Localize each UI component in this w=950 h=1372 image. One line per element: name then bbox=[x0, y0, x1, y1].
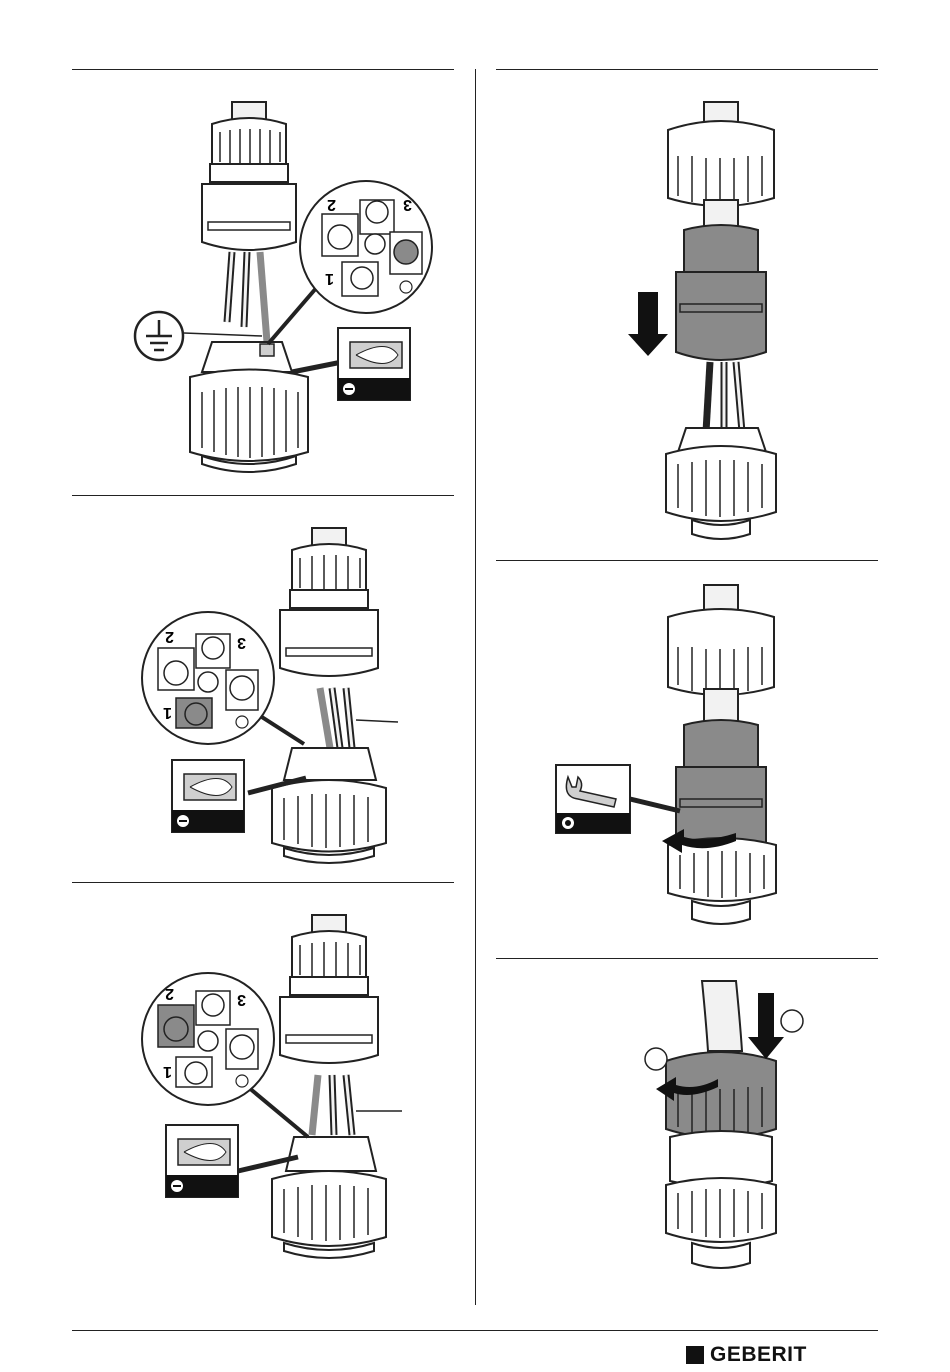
terminal-block bbox=[284, 748, 376, 780]
connector-body bbox=[202, 184, 296, 250]
wire bbox=[706, 362, 710, 432]
connector-body bbox=[280, 610, 378, 676]
panel-step-1: 2 3 1 bbox=[72, 72, 454, 492]
gland-nut bbox=[212, 118, 286, 169]
column-divider bbox=[475, 69, 476, 1305]
illustration-step-1: 2 3 1 bbox=[72, 72, 454, 492]
connector-body bbox=[280, 997, 378, 1063]
step-marker-circle bbox=[645, 1048, 667, 1070]
terminal-block bbox=[286, 1137, 376, 1171]
panel-step-6 bbox=[496, 961, 878, 1305]
socket-housing bbox=[666, 1178, 776, 1242]
brand-name: GEBERIT bbox=[710, 1343, 807, 1367]
gland-nut bbox=[292, 544, 366, 595]
callout-leader bbox=[248, 1087, 308, 1137]
illustration-step-5 bbox=[496, 563, 878, 955]
earth-mark-icon bbox=[400, 281, 412, 293]
panel-step-4 bbox=[496, 72, 878, 557]
socket-housing bbox=[272, 1171, 386, 1246]
step-marker-circle bbox=[781, 1010, 803, 1032]
gland-nut bbox=[668, 609, 774, 695]
terminal-label-2: 2 bbox=[165, 985, 174, 1002]
terminal-label-3: 3 bbox=[237, 634, 246, 651]
flat-screwdriver-icon bbox=[166, 1125, 238, 1197]
wire bbox=[312, 1075, 318, 1135]
earth-terminal-highlight bbox=[394, 240, 418, 264]
socket-housing bbox=[272, 780, 386, 852]
earth-mark-icon bbox=[236, 716, 248, 728]
arrow-down-icon bbox=[748, 993, 784, 1059]
separator-right-3 bbox=[496, 958, 878, 959]
gland-nut-shaded bbox=[666, 1052, 776, 1138]
terminal-label-1: 1 bbox=[325, 270, 334, 287]
panel-step-3: 2 3 1 bbox=[72, 885, 454, 1305]
separator-top-left bbox=[72, 69, 454, 70]
arrow-down-icon bbox=[628, 292, 668, 356]
terminal-label-3: 3 bbox=[237, 991, 246, 1008]
separator-top-right bbox=[496, 69, 878, 70]
footer-rule bbox=[72, 1330, 878, 1331]
illustration-step-3: 2 3 1 bbox=[72, 885, 454, 1305]
gland-nut bbox=[292, 931, 366, 982]
wire-earth bbox=[320, 688, 330, 748]
geberit-logo: GEBERIT bbox=[686, 1343, 826, 1367]
separator-right-2 bbox=[496, 560, 878, 561]
terminal-label-2: 2 bbox=[165, 628, 174, 645]
connector-body-shaded bbox=[684, 225, 758, 277]
terminal-label-2: 2 bbox=[327, 196, 336, 213]
cable bbox=[702, 981, 742, 1051]
gland-nut bbox=[668, 121, 774, 206]
socket-housing bbox=[666, 446, 776, 521]
terminal-block bbox=[202, 342, 292, 372]
separator-left-2 bbox=[72, 495, 454, 496]
illustration-step-6 bbox=[496, 961, 878, 1305]
illustration-step-4 bbox=[496, 72, 878, 557]
panel-step-2: 2 3 1 bbox=[72, 498, 454, 880]
logo-square-icon bbox=[686, 1346, 704, 1364]
open-end-wrench-icon bbox=[556, 765, 630, 833]
separator-left-3 bbox=[72, 882, 454, 883]
connector-body-shaded bbox=[684, 720, 758, 772]
flat-screwdriver-icon bbox=[338, 328, 410, 400]
socket-housing bbox=[190, 370, 308, 462]
illustration-step-2: 2 3 1 bbox=[72, 498, 454, 880]
earth-mark-icon bbox=[236, 1075, 248, 1087]
terminal-label-1: 1 bbox=[163, 1063, 172, 1080]
terminal-label-3: 3 bbox=[403, 196, 412, 213]
panel-step-5 bbox=[496, 563, 878, 955]
terminal-label-1: 1 bbox=[163, 704, 172, 721]
wire-earth bbox=[260, 252, 267, 342]
flat-screwdriver-icon bbox=[172, 760, 244, 832]
